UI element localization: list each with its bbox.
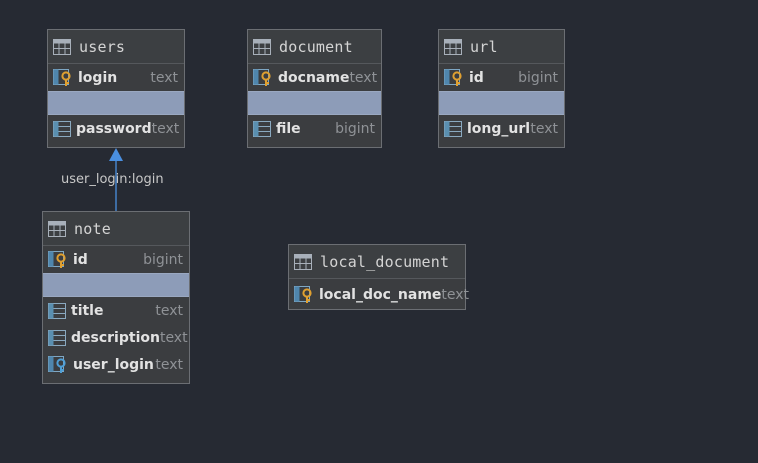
table-url[interactable]: url id bigint long_url text [438, 29, 565, 148]
column-type: text [441, 286, 470, 303]
primary-key-icon [444, 68, 464, 87]
column-row[interactable]: file bigint [248, 115, 381, 142]
table-icon [253, 38, 271, 55]
column-icon [53, 120, 71, 137]
table-document[interactable]: document docname text file bigint [247, 29, 382, 148]
table-name: local_document [320, 252, 450, 271]
column-icon [444, 120, 462, 137]
table-header[interactable]: url [439, 30, 564, 64]
primary-key-icon [294, 285, 314, 304]
table-header[interactable]: note [43, 212, 189, 246]
column-type: text [150, 69, 178, 86]
column-row[interactable]: long_url text [439, 115, 564, 142]
table-icon [294, 253, 312, 270]
table-header[interactable]: users [48, 30, 184, 64]
primary-key-icon [53, 68, 73, 87]
key-separator [439, 91, 564, 115]
column-name: description [71, 329, 160, 346]
column-type: bigint [335, 120, 375, 137]
table-icon [53, 38, 71, 55]
primary-key-icon [48, 250, 68, 269]
table-name: url [470, 37, 498, 56]
foreign-key-icon [48, 355, 68, 374]
column-icon [48, 329, 66, 346]
key-separator [43, 273, 189, 297]
column-name: docname [278, 69, 350, 86]
column-type: text [151, 120, 180, 137]
column-type: text [530, 120, 558, 137]
column-row[interactable]: description text [43, 324, 189, 351]
table-header[interactable]: local_document [289, 245, 465, 279]
table-name: note [74, 219, 111, 238]
column-name: id [469, 69, 484, 86]
column-row[interactable]: password text [48, 115, 184, 142]
column-name: title [71, 302, 104, 319]
column-name: login [78, 69, 118, 86]
column-type: bigint [518, 69, 558, 86]
column-row[interactable]: login text [48, 64, 184, 91]
column-name: user_login [73, 356, 154, 373]
column-row[interactable]: local_doc_name text [289, 279, 469, 310]
table-icon [444, 38, 462, 55]
column-name: local_doc_name [319, 286, 442, 303]
table-name: users [79, 37, 126, 56]
column-row[interactable]: id bigint [43, 246, 189, 273]
primary-key-icon [253, 68, 273, 87]
table-local-document[interactable]: local_document local_doc_name text [288, 244, 469, 310]
column-name: long_url [467, 120, 531, 137]
table-name: document [279, 37, 353, 56]
relation-label: user_login:login [61, 172, 164, 187]
column-type: text [159, 329, 188, 346]
key-separator [48, 91, 184, 115]
column-row[interactable]: docname text [248, 64, 381, 91]
column-row[interactable]: user_login text [43, 351, 189, 378]
table-users[interactable]: users login text password text [47, 29, 185, 148]
column-row[interactable]: title text [43, 297, 189, 324]
column-row[interactable]: id bigint [439, 64, 564, 91]
column-type: text [155, 356, 183, 373]
table-icon [48, 220, 66, 237]
column-name: id [73, 251, 88, 268]
table-note[interactable]: note id bigint title text description te… [42, 211, 190, 384]
key-separator [248, 91, 381, 115]
column-type: text [349, 69, 378, 86]
column-type: text [155, 302, 183, 319]
column-icon [253, 120, 271, 137]
column-type: bigint [143, 251, 183, 268]
column-icon [48, 302, 66, 319]
table-header[interactable]: document [248, 30, 381, 64]
column-name: password [76, 120, 152, 137]
column-name: file [276, 120, 301, 137]
